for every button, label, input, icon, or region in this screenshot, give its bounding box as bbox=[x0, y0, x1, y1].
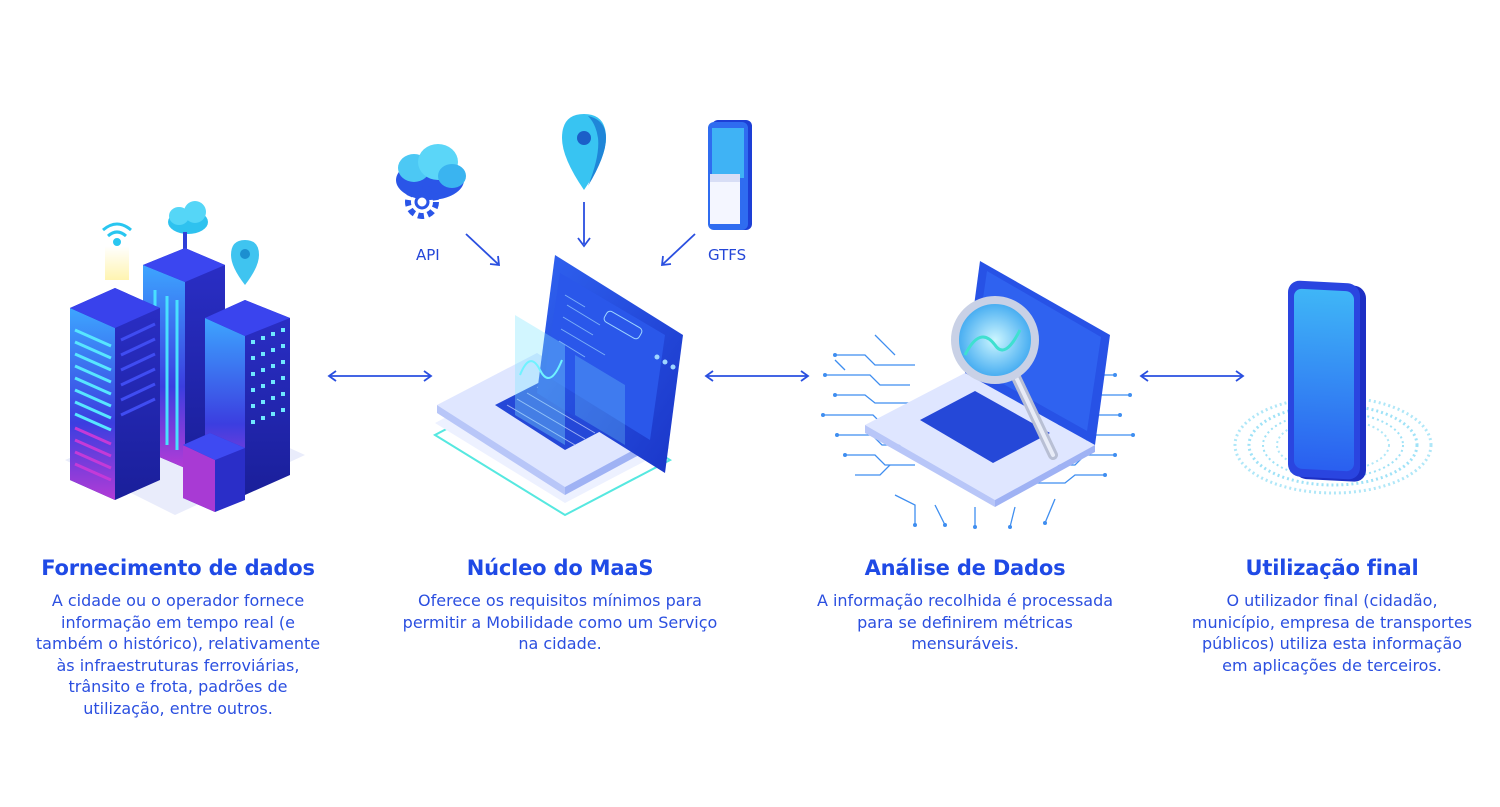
gtfs-to-core-arrow bbox=[660, 233, 696, 267]
gtfs-phone-icon bbox=[708, 120, 752, 230]
section-description: A cidade ou o operador fornece informaçã… bbox=[35, 591, 321, 718]
section-data-supply: Fornecimento de dados A cidade ou o oper… bbox=[13, 556, 343, 719]
wifi-icon bbox=[102, 222, 132, 280]
api-cloud-gear-icon bbox=[396, 144, 466, 219]
double-arrow-1 bbox=[327, 370, 433, 382]
double-arrow-3 bbox=[1139, 370, 1245, 382]
section-end-use: Utilização final O utilizador final (cid… bbox=[1167, 556, 1497, 676]
data-analysis-laptop-illustration bbox=[821, 261, 1135, 529]
section-maas-core: Núcleo do MaaS Oferece os requisitos mín… bbox=[395, 556, 725, 655]
api-label: API bbox=[416, 246, 440, 264]
gtfs-label: GTFS bbox=[708, 246, 747, 264]
section-title: Núcleo do MaaS bbox=[466, 556, 654, 580]
pin-to-core-arrow bbox=[577, 202, 591, 248]
section-description: A informação recolhida é processada para… bbox=[816, 591, 1114, 653]
maas-core-laptop-illustration bbox=[432, 255, 683, 517]
section-description: O utilizador final (cidadão, município, … bbox=[1191, 591, 1473, 675]
end-user-phone-illustration bbox=[1233, 280, 1433, 495]
double-arrow-2 bbox=[704, 370, 810, 382]
section-title: Fornecimento de dados bbox=[41, 556, 315, 580]
location-pin-icon bbox=[562, 114, 606, 190]
magnifier-icon bbox=[951, 296, 1058, 460]
section-title: Utilização final bbox=[1245, 556, 1419, 580]
section-description: Oferece os requisitos mínimos para permi… bbox=[402, 591, 718, 653]
cloud-icon bbox=[168, 201, 208, 252]
section-data-analysis: Análise de Dados A informação recolhida … bbox=[800, 556, 1130, 655]
section-title: Análise de Dados bbox=[864, 556, 1066, 580]
city-buildings-illustration bbox=[65, 201, 305, 515]
api-to-core-arrow bbox=[465, 233, 501, 267]
location-pin-icon bbox=[231, 240, 259, 285]
